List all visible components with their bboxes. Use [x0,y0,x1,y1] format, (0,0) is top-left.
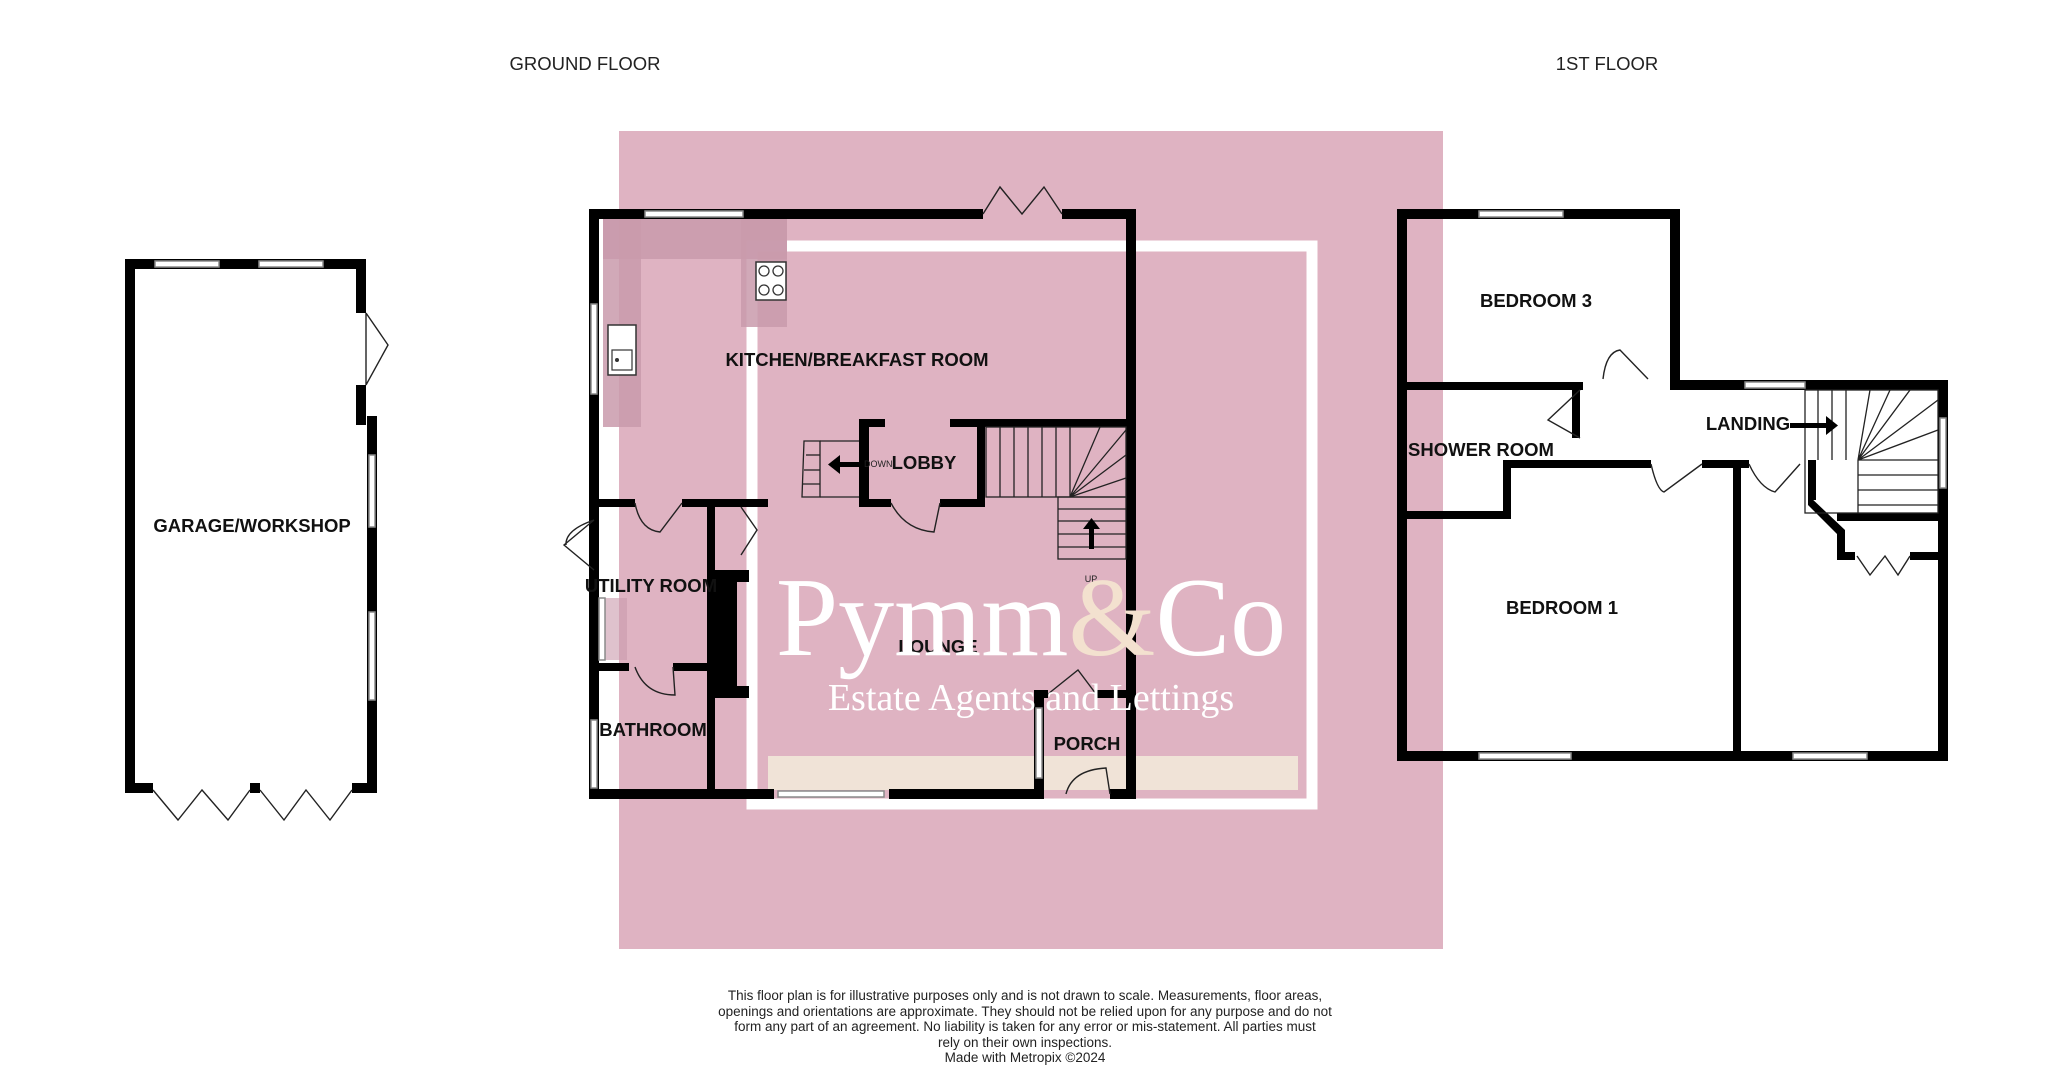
bathroom-label: BATHROOM [599,719,707,740]
disclaimer-line: This floor plan is for illustrative purp… [727,988,1323,1003]
watermark-ampersand: & [1068,556,1155,680]
lobby-label: LOBBY [892,452,957,473]
garage-label: GARAGE/WORKSHOP [153,515,350,536]
landing-label: LANDING [1706,413,1790,434]
cellar-staircase [801,440,859,498]
shower-room-label: SHOWER ROOM [1408,439,1554,460]
stair-up-label: UP [1085,574,1098,584]
kitchen-label: KITCHEN/BREAKFAST ROOM [725,349,988,370]
ground-floor-label: GROUND FLOOR [509,53,660,74]
watermark-tagline: Estate Agents and Lettings [828,677,1234,719]
utility-room-label: UTILITY ROOM [585,575,717,596]
watermark-brand-b: Co [1155,556,1286,680]
disclaimer-line: form any part of an agreement. No liabil… [734,1019,1316,1034]
disclaimer-line: rely on their own inspections. [937,1034,1113,1050]
disclaimer-line: openings and orientations are approximat… [718,1003,1332,1019]
bedroom1-label: BEDROOM 1 [1506,597,1618,618]
watermark-logo: Pymm&Co Estate Agents and Lettings [776,556,1286,719]
lounge-label: LOUNGE [898,636,977,657]
svg-text:Pymm&Co: Pymm&Co [776,556,1286,680]
garage-plan [125,259,389,822]
ground-floor-plan [562,185,1136,799]
bedroom3-label: BEDROOM 3 [1480,290,1592,311]
stair-down-label: DOWN [864,459,893,469]
first-floor-plan [1397,209,1948,761]
disclaimer: This floor plan is for illustrative purp… [640,988,1410,1066]
first-floor-label: 1ST FLOOR [1556,53,1658,74]
first-floor-staircase [1804,389,1939,514]
watermark-brand-a: Pymm [776,556,1069,680]
porch-label: PORCH [1054,733,1121,754]
metropix-credit: Made with Metropix ©2024 [944,1050,1106,1065]
